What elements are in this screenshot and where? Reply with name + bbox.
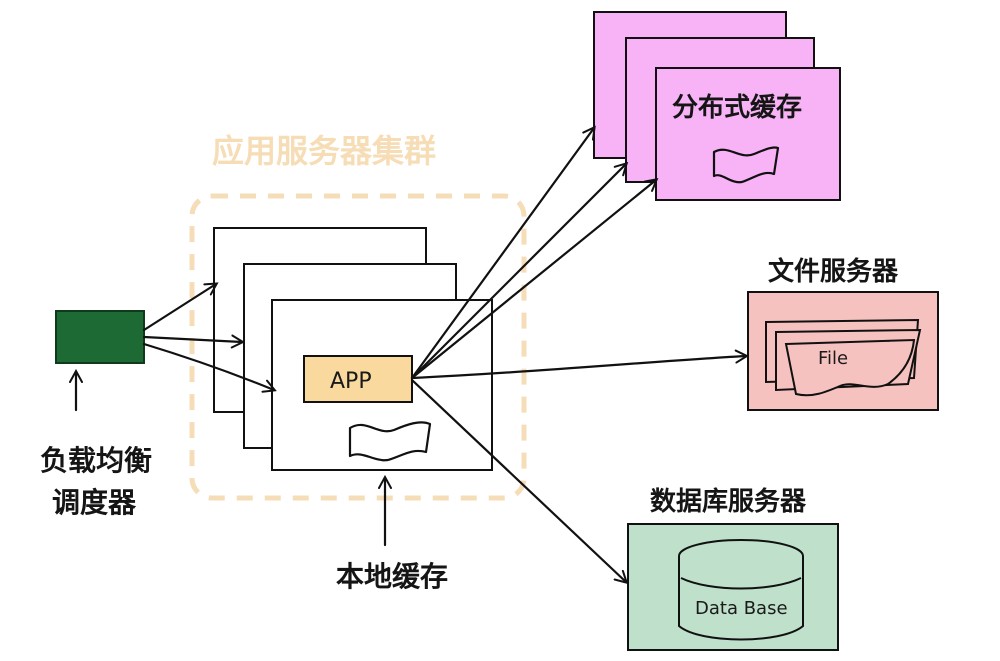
local-cache-flag-icon <box>348 421 432 462</box>
app-label: APP <box>330 369 372 394</box>
file-stack-front <box>784 338 916 397</box>
app-to-database-arrow <box>410 378 626 582</box>
lb-to-server-back-arrow <box>142 284 216 332</box>
lb-to-server-middle-arrow <box>142 337 242 342</box>
database-server-label: 数据库服务器 <box>650 487 807 517</box>
file-label: File <box>818 348 848 369</box>
app-to-cache-middle-arrow <box>410 164 626 380</box>
app-to-cache-back-arrow <box>410 128 594 380</box>
distributed-cache-flag-icon <box>712 146 780 184</box>
database-cylinder-body <box>678 556 804 641</box>
database-cylinder-ring <box>680 577 802 590</box>
app-to-cache-front-arrow <box>410 180 656 380</box>
database-label: Data Base <box>695 598 788 619</box>
load-balancer-label-line2: 调度器 <box>52 486 137 519</box>
app-box <box>303 355 413 403</box>
app-cluster-boundary <box>189 193 527 501</box>
distributed-cache-front <box>655 67 841 201</box>
file-server-label: 文件服务器 <box>768 256 899 287</box>
load-balancer-label-line1: 负载均衡 <box>40 444 152 477</box>
local-cache-label: 本地缓存 <box>336 560 448 593</box>
lb-to-server-front-arrow <box>142 342 274 390</box>
load-balancer-box <box>55 310 145 364</box>
app-to-file-server-arrow <box>410 356 746 380</box>
distributed-cache-label: 分布式缓存 <box>672 92 802 123</box>
app-cluster-label: 应用服务器集群 <box>212 132 436 170</box>
